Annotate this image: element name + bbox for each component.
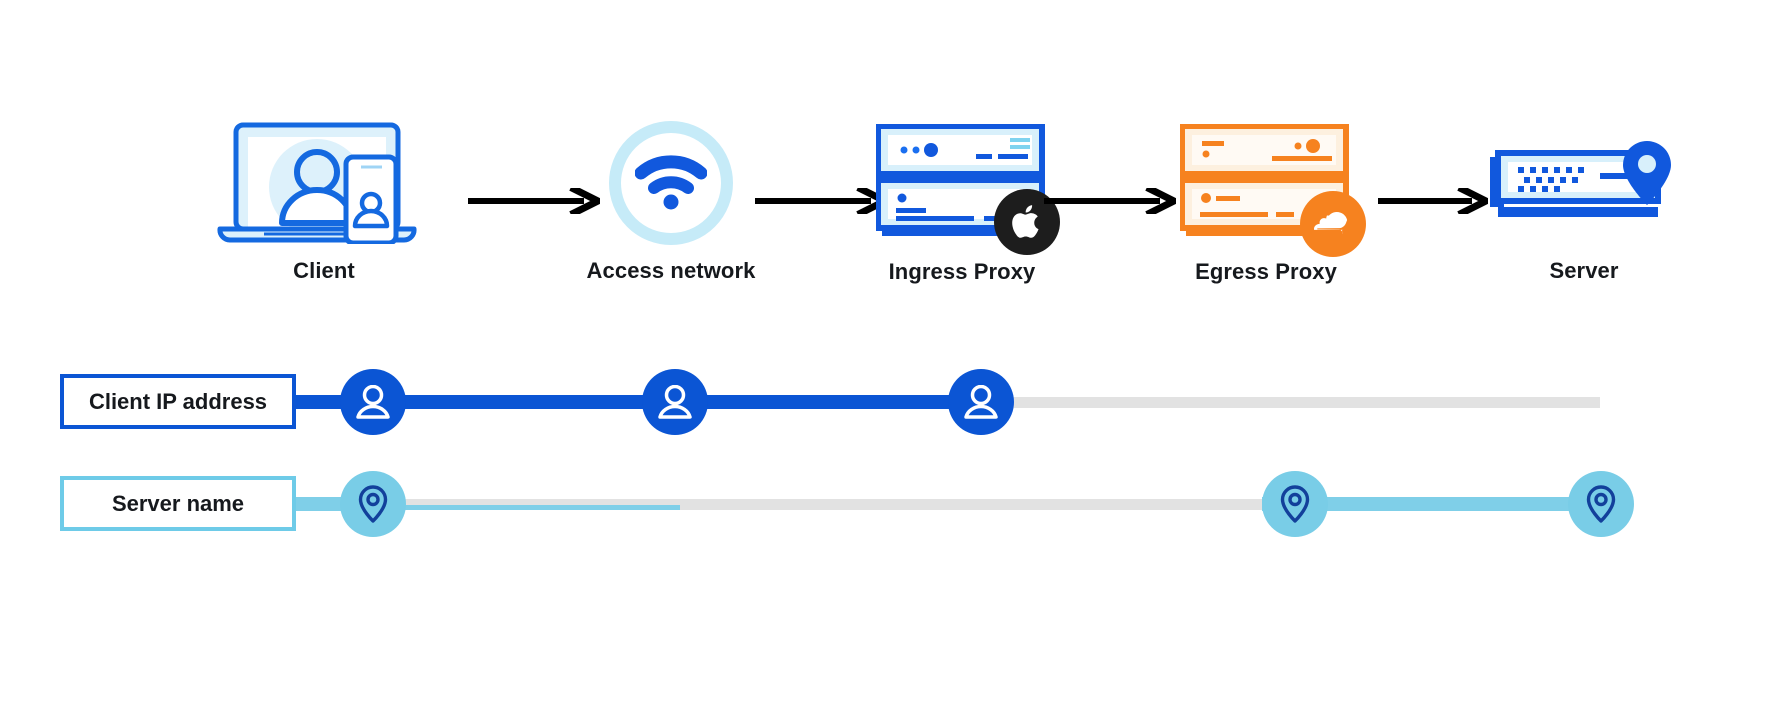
track-client-ip-address: Client IP address xyxy=(0,362,1792,442)
pipeline-node-server-main: Server xyxy=(1464,118,1704,284)
track-label-box-client-ip-address: Client IP address xyxy=(60,374,296,429)
map-pin-icon xyxy=(1280,485,1310,523)
pipeline-node-ingress-proxy: Ingress Proxy xyxy=(848,118,1076,285)
track-node-access-network xyxy=(642,369,708,435)
wifi-icon xyxy=(609,121,733,245)
track-node-server xyxy=(1568,471,1634,537)
server-pin-icon xyxy=(1464,118,1704,248)
track-label-client-ip-address: Client IP address xyxy=(88,388,268,414)
track-segment-inactive-grey xyxy=(1010,397,1600,408)
track-segment-inactive-grey xyxy=(400,499,1270,510)
track-node-ingress-proxy xyxy=(948,369,1014,435)
user-icon xyxy=(964,385,998,419)
server-rack-icon xyxy=(1179,123,1366,257)
track-node-egress-proxy xyxy=(1262,471,1328,537)
laptop-phone-user-icon xyxy=(196,118,452,248)
track-segment-active-cyan xyxy=(1262,497,1602,511)
track-label-box-server-name: Server name xyxy=(60,476,296,531)
server-rack-icon xyxy=(875,123,1060,255)
apple-logo-icon xyxy=(994,189,1060,255)
arrow-egress-to-server xyxy=(1378,188,1488,214)
map-pin-icon xyxy=(358,485,388,523)
pipeline-label-server: Server xyxy=(1549,258,1619,283)
track-node-client xyxy=(340,471,406,537)
track-server-name: Server name xyxy=(0,464,1792,544)
track-node-client xyxy=(340,369,406,435)
cloudflare-logo-icon xyxy=(1300,191,1366,257)
pipeline-node-client: Client xyxy=(196,118,452,284)
arrow-client-to-access xyxy=(468,188,600,214)
pipeline-node-egress-proxy: Egress Proxy xyxy=(1152,118,1380,285)
arrow-ingress-to-egress xyxy=(1044,188,1176,214)
pipeline-label-access-network: Access network xyxy=(586,258,756,283)
pipeline-label-ingress-proxy: Ingress Proxy xyxy=(888,259,1036,284)
map-pin-icon xyxy=(1586,485,1616,523)
track-segment-cyan-stub xyxy=(400,505,680,510)
track-label-server-name: Server name xyxy=(111,490,245,516)
user-icon xyxy=(356,385,390,419)
pipeline-label-client: Client xyxy=(293,258,355,283)
user-icon xyxy=(658,385,692,419)
pipeline-node-access-network: Access network xyxy=(546,118,796,284)
pipeline-label-egress-proxy: Egress Proxy xyxy=(1195,259,1337,284)
